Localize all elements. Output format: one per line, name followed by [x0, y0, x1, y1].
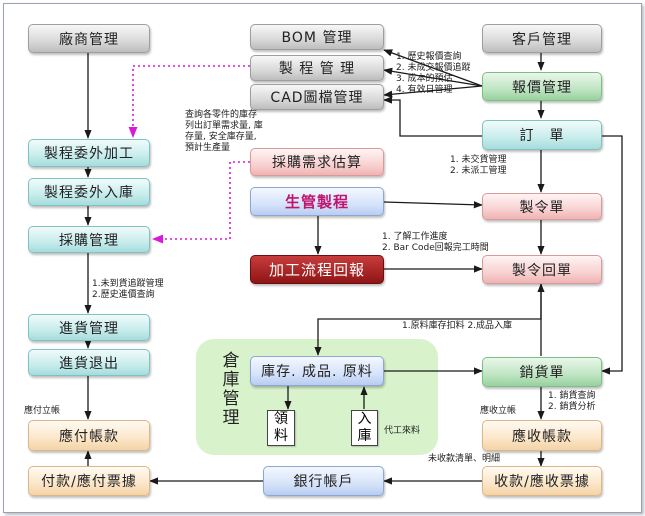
dotted-estimate-purchase [151, 161, 250, 244]
estimate-info-line: 預計生產量 [185, 143, 231, 153]
process-report-label: 加工流程回報 [268, 261, 365, 279]
receiving-line: 2.歷史進價查詢 [92, 290, 155, 300]
production-control-label: 生管製程 [284, 193, 349, 211]
outsource-process-box: 製程委外加工 [28, 139, 150, 167]
receivable-label: 應收帳款 [512, 428, 572, 445]
bank-account-box: 銀行帳戶 [263, 466, 384, 496]
tracking-line: 1. 未交貨管理 [450, 155, 507, 165]
sales-line: 2. 銷貨分析 [548, 402, 596, 412]
receiving-note: 1.未到貨追蹤管理 2.歷史進價查詢 [92, 279, 164, 301]
purchase-mgmt-box: 採購管理 [28, 226, 150, 253]
vendor-mgmt-box: 廠商管理 [28, 24, 150, 53]
sales-order-label: 銷貨單 [519, 365, 565, 381]
order-info-line: 1. 歷史報價查詢 [396, 52, 462, 62]
issue-material-label: 領料 [274, 411, 288, 444]
receipt-voucher-label: 收款/應收票據 [494, 474, 590, 490]
link-return-inventory [314, 284, 542, 356]
purchase-estimate-box: 採購需求估算 [250, 148, 384, 176]
payment-voucher-label: 付款/應付票據 [41, 474, 137, 490]
dotted-process-outsource [128, 65, 250, 139]
uncollected-note: 未收款清單、明細 [428, 454, 501, 464]
production-control-box: 生管製程 [250, 187, 384, 216]
receiving-return-label: 進貨退出 [59, 355, 119, 372]
outsource-process-label: 製程委外加工 [44, 146, 134, 162]
estimate-info-line: 查詢各零件的庫存 [185, 110, 258, 120]
stock-in-box: 入庫 [351, 410, 378, 446]
payable-label: 應付帳款 [59, 428, 119, 445]
link-order-cad [383, 96, 482, 137]
sales-line: 1. 銷貨查詢 [548, 391, 596, 401]
receivable-label-note: 應收立帳 [480, 406, 517, 416]
vendor-mgmt-label: 廠商管理 [59, 31, 119, 48]
receivable-box: 應收帳款 [482, 420, 602, 451]
issue-material-box: 領料 [267, 410, 295, 446]
stock-note: 1.原料庫存扣料 2.成品入庫 [402, 321, 513, 331]
purchase-estimate-label: 採購需求估算 [272, 155, 362, 171]
process-mgmt-box: 製 程 管 理 [250, 55, 384, 81]
order-info-line: 2. 未成交報價追蹤 [396, 63, 471, 73]
bank-account-label: 銀行帳戶 [293, 474, 354, 490]
inventory-label: 庫存. 成品. 原料 [261, 364, 373, 380]
cad-mgmt-box: CAD圖檔管理 [250, 84, 384, 110]
payable-box: 應付帳款 [28, 420, 150, 451]
outsource-in-box: 製程委外入庫 [28, 178, 150, 206]
receiving-line: 1.未到貨追蹤管理 [92, 279, 164, 289]
quote-mgmt-label: 報價管理 [512, 79, 572, 96]
sales-note: 1. 銷貨查詢 2. 銷貨分析 [548, 391, 595, 413]
link-quote-cad [383, 85, 483, 98]
customer-mgmt-label: 客戶管理 [512, 31, 572, 48]
order-info-line: 4. 有效日管理 [396, 85, 453, 95]
link-quote-bom [383, 49, 483, 87]
payment-voucher-box: 付款/應付票據 [28, 466, 150, 496]
link-production-workorder [383, 201, 483, 209]
customer-mgmt-box: 客戶管理 [482, 24, 602, 53]
progress-line: 2. Bar Code回報完工時間 [382, 243, 489, 253]
bom-mgmt-box: BOM 管理 [250, 24, 384, 50]
receiving-return-box: 進貨退出 [28, 349, 150, 376]
work-order-return-box: 製令回單 [482, 255, 602, 284]
process-report-box: 加工流程回報 [250, 255, 384, 284]
quote-mgmt-box: 報價管理 [482, 72, 602, 101]
stock-in-label: 入庫 [357, 411, 372, 444]
sales-order-box: 銷貨單 [482, 357, 602, 387]
purchase-estimate-note: 查詢各零件的庫存 列出訂單需求量, 庫 存量, 安全庫存量, 預計生產量 [185, 110, 263, 154]
receipt-voucher-box: 收款/應收票據 [482, 466, 602, 496]
work-order-label: 製令單 [519, 199, 565, 216]
outsource-in-label: 製程委外入庫 [44, 185, 134, 201]
work-order-box: 製令單 [482, 193, 602, 220]
link-quote-process [383, 67, 483, 87]
receiving-mgmt-label: 進貨管理 [59, 320, 119, 337]
order-box: 訂 單 [482, 120, 602, 150]
order-tracking-note: 1. 未交貨管理 2. 未派工管理 [450, 155, 506, 177]
purchase-mgmt-label: 採購管理 [59, 232, 119, 249]
estimate-info-line: 列出訂單需求量, 庫 [185, 121, 263, 131]
order-info-note: 1. 歷史報價查詢 2. 未成交報價追蹤 3. 成本的預估 4. 有效日管理 [396, 52, 470, 96]
warehouse-title: 倉庫管理 [222, 351, 240, 428]
receiving-mgmt-box: 進貨管理 [28, 314, 150, 341]
work-order-return-label: 製令回單 [512, 262, 572, 279]
estimate-info-line: 存量, 安全庫存量, [185, 132, 257, 142]
payable-label-note: 應付立帳 [24, 406, 61, 416]
outsourced-material-note: 代工來料 [384, 426, 421, 436]
tracking-line: 2. 未派工管理 [450, 166, 507, 176]
order-info-line: 3. 成本的預估 [396, 74, 453, 84]
progress-note: 1. 了解工作進度 2. Bar Code回報完工時間 [382, 232, 489, 254]
bom-mgmt-label: BOM 管理 [281, 30, 353, 46]
link-order-sales [601, 135, 623, 375]
process-mgmt-label: 製 程 管 理 [278, 61, 356, 77]
inventory-box: 庫存. 成品. 原料 [250, 356, 384, 386]
cad-mgmt-label: CAD圖檔管理 [270, 90, 364, 106]
progress-line: 1. 了解工作進度 [382, 232, 448, 242]
order-label: 訂 單 [519, 128, 565, 144]
